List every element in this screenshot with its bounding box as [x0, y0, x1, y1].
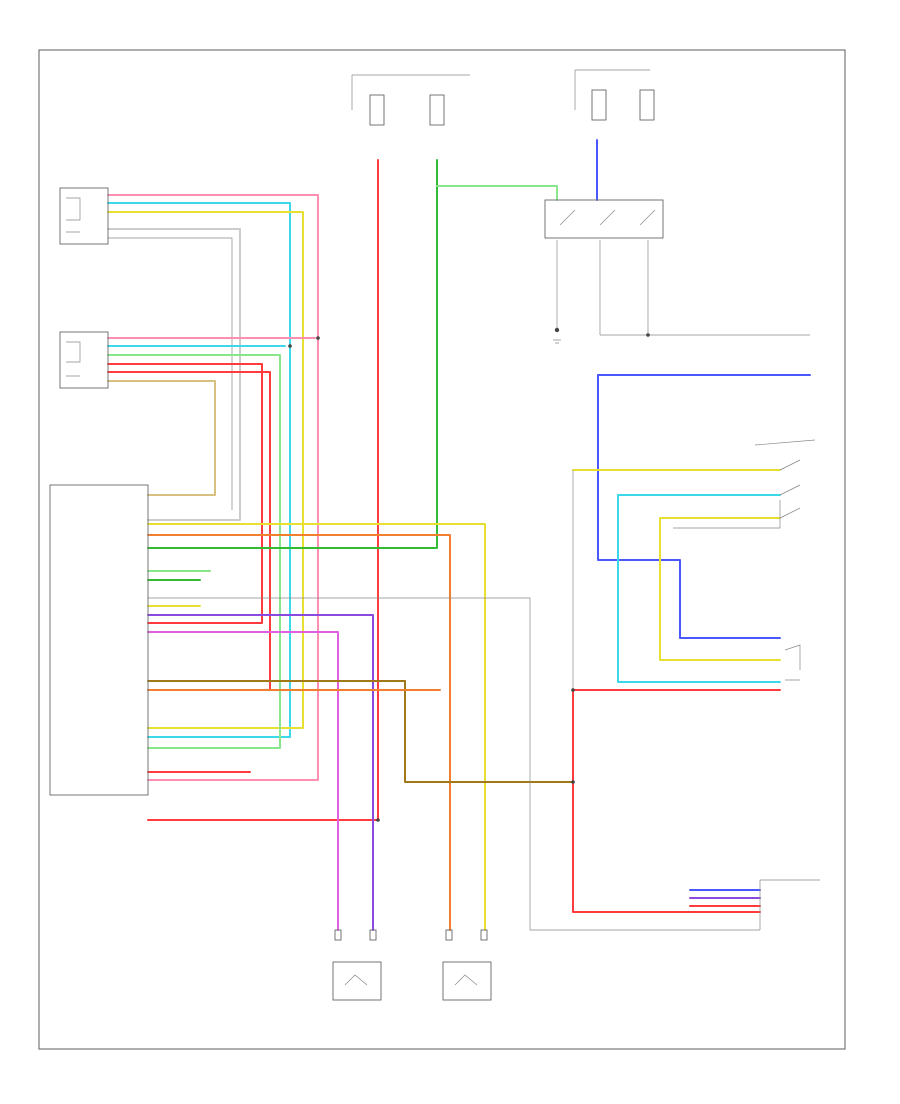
wire-magenta-cu [147, 631, 339, 931]
wire-red-2 [107, 363, 263, 624]
wire-red-2b [107, 371, 271, 691]
control-unit-body [49, 484, 149, 796]
wire-white-1 [107, 228, 241, 521]
wire-green-fuse2 [147, 159, 438, 549]
wire-harness [107, 139, 811, 931]
wire-lightgreen-2 [107, 354, 281, 749]
connector-bottom-right [759, 879, 820, 930]
wire-pink-1 [107, 194, 319, 781]
relay-box [544, 199, 664, 239]
wire-yellow-cu [147, 523, 486, 931]
fuse-block-2 [574, 69, 655, 121]
wire-junctions [288, 327, 650, 822]
wire-yellow-1 [107, 211, 304, 729]
wire-lightblue-1 [107, 202, 291, 738]
wire-tan-2 [107, 380, 216, 496]
diagram-border [38, 49, 846, 1050]
fuse-2 [429, 94, 445, 126]
sensor-1 [59, 187, 109, 245]
sensor-2-body [59, 331, 109, 389]
wire-blue-right2 [597, 374, 781, 639]
wire-gray-1 [108, 237, 233, 510]
switch-1 [754, 439, 816, 519]
fuse-1 [369, 94, 385, 126]
ground-symbol [553, 339, 561, 344]
motor-1-body [332, 961, 382, 1001]
fuse-3 [591, 89, 607, 121]
wire-red-bus [572, 689, 761, 913]
wire-lightgreen-fuse2 [436, 185, 558, 201]
wire-gray-cu [148, 597, 760, 931]
wire-orange-cu [147, 534, 451, 931]
wire-lightblue-right [617, 494, 781, 683]
fuse-4 [639, 89, 655, 121]
wire-yellow-right [659, 517, 781, 661]
switch-2 [784, 644, 801, 681]
sensor-2 [59, 331, 109, 389]
wire-violet-cu [147, 614, 374, 931]
relay [544, 199, 664, 239]
control-unit [49, 484, 149, 796]
motor-2 [442, 929, 492, 1001]
wire-brown-cu [147, 680, 574, 783]
sensor-1-body [59, 187, 109, 245]
motor-2-body [442, 961, 492, 1001]
motor-1 [332, 929, 382, 1001]
fuse-block-1 [351, 74, 470, 126]
